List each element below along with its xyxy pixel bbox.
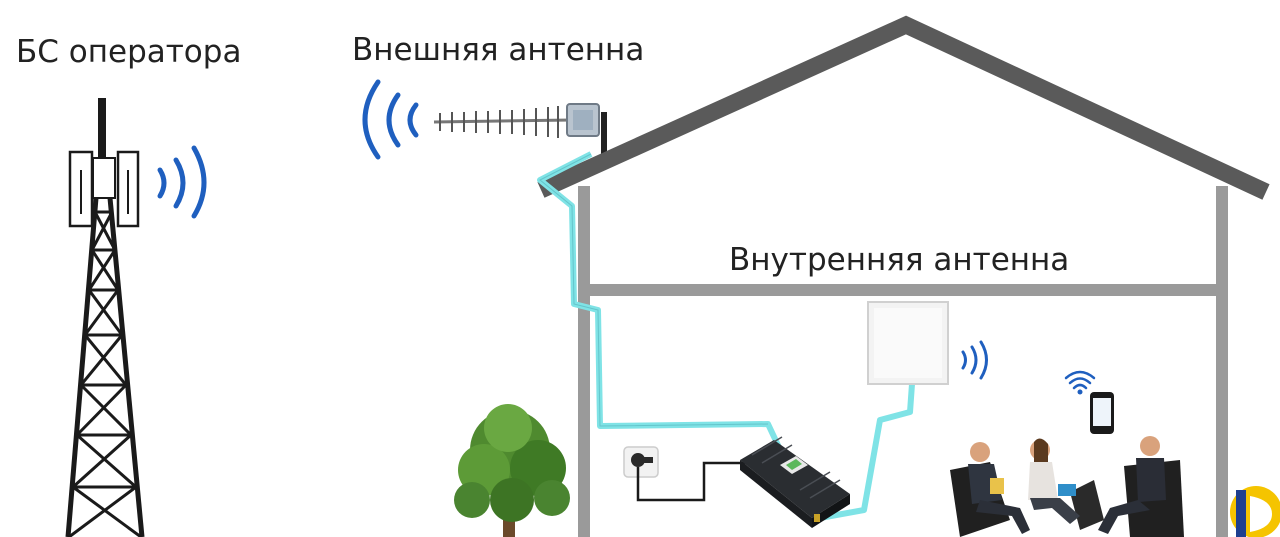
indoor-antenna-label: Внутренняя антенна — [729, 242, 1070, 278]
smartphone-icon — [1064, 370, 1114, 434]
outdoor-signal-waves-icon — [362, 79, 419, 160]
tower-signal-waves-icon — [157, 145, 207, 219]
house-icon — [537, 15, 1270, 537]
people-icon — [950, 436, 1184, 537]
indoor-signal-waves-icon — [961, 340, 988, 380]
base-station-label: БС оператора — [16, 34, 242, 70]
outdoor-antenna-label: Внешняя антенна — [352, 32, 645, 68]
power-cable — [636, 461, 748, 502]
cell-tower-icon — [65, 98, 145, 537]
panel-antenna-icon — [867, 301, 949, 385]
repeater-icon — [740, 436, 850, 528]
power-socket-icon — [623, 446, 659, 478]
tree-icon — [454, 404, 570, 537]
brand-logo-icon — [1230, 486, 1280, 537]
yagi-antenna-icon — [433, 103, 607, 154]
